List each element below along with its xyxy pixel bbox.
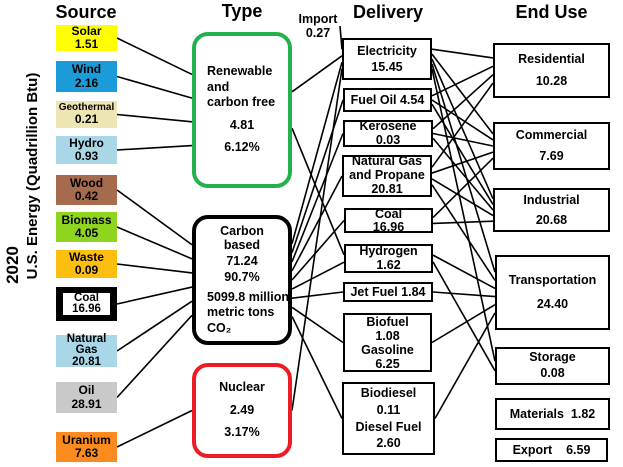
source-label: Waste [69,249,104,264]
source-label: Wind [71,62,102,77]
delivery-text: Coal 16.96 [372,207,405,234]
enduse-text: Commercial 7.69 [515,127,588,163]
enduse-box-commercial: Commercial 7.69 [493,122,610,170]
source-label: Solar [71,23,102,38]
source-label: Hydro [69,135,104,150]
source-box-hydro: Hydro 0.93 [56,136,117,164]
enduse-text: Storage 0.08 [529,350,576,380]
axis-unit-label: U.S. Energy (Quadrillion Btu) [24,72,41,280]
enduse-box-industrial: Industrial 20.68 [493,188,610,232]
delivery-box-jet-fuel: Jet Fuel 1.84 [343,282,433,302]
delivery-text: Biofuel 1.08 Gasoline 6.25 [361,314,414,371]
type-name: Nuclear [219,380,265,395]
type-co2-note: 5099.8 million metric tons CO₂ [207,289,289,335]
delivery-text: Kerosene 0.03 [359,119,417,147]
delivery-text: Biodiesel 0.11 Diesel Fuel 2.60 [355,385,422,451]
type-percent: 90.7% [224,269,260,284]
source-box-geothermal: Geothermal 0.21 [56,101,117,128]
import-label: Import 0.27 [296,12,340,40]
enduse-text: Residential 10.28 [518,52,585,88]
source-value: 7.63 [74,446,99,460]
source-box-solar: Solar 1.51 [56,23,117,51]
enduse-box-materials: Materials 1.82 [495,398,610,430]
source-label: Biomass [61,212,112,227]
source-value: 28.91 [71,396,102,411]
source-label: Coal [74,291,99,304]
source-box-wood: Wood 0.42 [56,175,117,205]
source-value: 0.09 [74,263,99,277]
type-box-nuclear: Nuclear 2.49 3.17% [192,363,292,458]
column-header-source: Source [55,2,117,22]
source-label: Oil [78,383,95,398]
enduse-text: Transportation 24.40 [508,272,597,311]
type-name: Renewable and carbon free [207,63,276,110]
type-box-renewable: Renewable and carbon free 4.81 6.12% [192,32,292,188]
source-box-biomass: Biomass 4.05 [56,212,117,242]
enduse-text: Industrial 20.68 [523,193,580,227]
source-box-wind: Wind 2.16 [56,61,117,92]
enduse-text: Export 6.59 [512,442,591,457]
type-percent: 6.12% [224,140,260,155]
delivery-box-natural-gas-propane: Natural Gas and Propane 20.81 [342,154,432,197]
enduse-text: Materials 1.82 [509,406,596,421]
delivery-box-coal: Coal 16.96 [344,208,433,233]
type-value: 71.24 [226,254,258,269]
type-value: 4.81 [229,117,255,132]
source-label: Geothermal [58,102,115,114]
delivery-box-biodiesel-diesel: Biodiesel 0.11 Diesel Fuel 2.60 [342,382,435,455]
source-box-coal-inner: Coal 16.96 [63,291,110,315]
type-name: Carbon based [220,223,264,253]
source-label: Wood [69,175,104,190]
source-box-uranium: Uranium 7.63 [56,432,117,462]
delivery-box-hydrogen: Hydrogen 1.62 [344,244,433,273]
enduse-box-storage: Storage 0.08 [495,347,610,385]
source-box-oil: Oil 28.91 [56,382,117,413]
source-value: 2.16 [74,75,99,90]
column-header-delivery: Delivery [352,2,424,22]
source-box-waste: Waste 0.09 [56,250,117,278]
delivery-box-electricity: Electricity 15.45 [342,38,432,80]
type-box-carbon-based: Carbon based 71.24 90.7% 5099.8 million … [192,215,292,345]
column-header-type: Type [221,1,263,21]
delivery-text: Natural Gas and Propane 20.81 [349,154,425,196]
enduse-box-residential: Residential 10.28 [493,43,610,98]
source-value: 4.05 [74,226,99,240]
source-value: 0.42 [74,189,99,203]
type-value: 2.49 [229,402,255,417]
import-value: 0.27 [305,26,331,41]
delivery-box-fuel-oil: Fuel Oil 4.54 [343,88,432,112]
source-box-natural-gas: Natural Gas 20.81 [56,332,117,368]
delivery-box-biofuel-gasoline: Biofuel 1.08 Gasoline 6.25 [343,313,432,372]
delivery-text: Jet Fuel 1.84 [350,284,426,299]
year-label: 2020 [3,246,22,284]
type-percent: 3.17% [224,425,260,440]
import-text: Import [298,12,338,26]
delivery-text: Hydrogen 1.62 [359,243,418,272]
source-value: 16.96 [72,303,101,315]
source-value: 20.81 [72,355,101,368]
enduse-box-transportation: Transportation 24.40 [495,255,610,330]
delivery-box-kerosene: Kerosene 0.03 [343,120,433,147]
source-value: 0.21 [74,112,99,127]
source-box-coal: Coal 16.96 [56,287,117,321]
column-header-end-use: End Use [515,2,588,22]
enduse-box-export: Export 6.59 [495,438,608,462]
source-label: Uranium [62,432,111,447]
delivery-text: Electricity 15.45 [357,43,417,74]
source-value: 0.93 [74,149,99,163]
delivery-text: Fuel Oil 4.54 [350,92,425,107]
source-label: Natural Gas [66,332,107,357]
source-value: 1.51 [74,37,99,51]
